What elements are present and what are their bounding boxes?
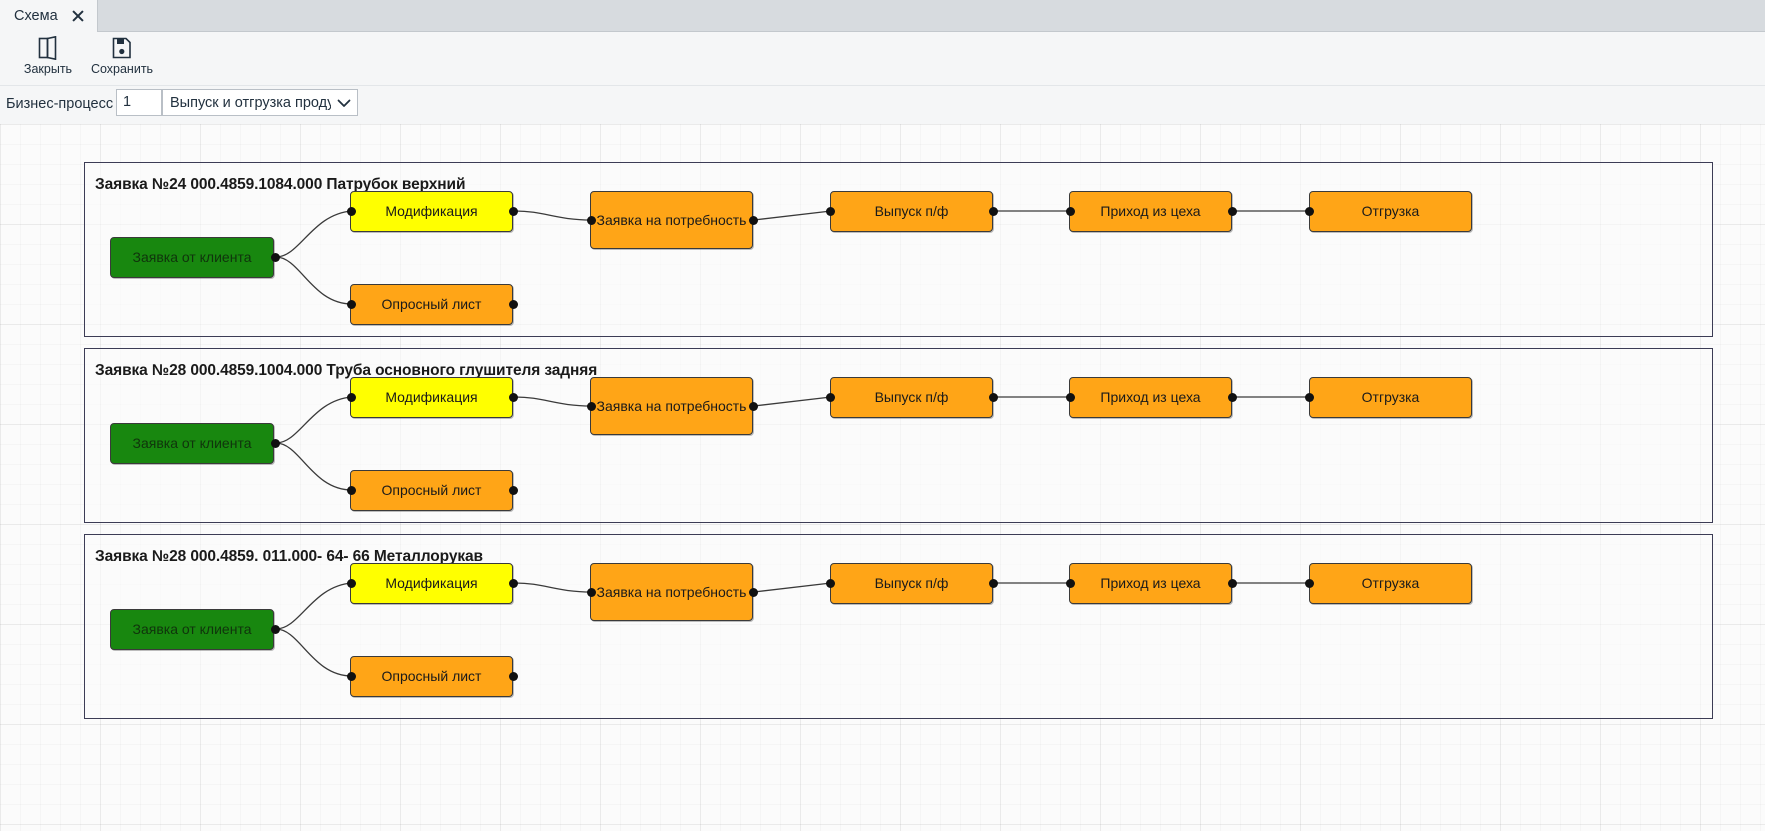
node-port[interactable] [271,253,280,262]
node-modifikaciya[interactable]: Модификация [350,563,513,604]
node-port[interactable] [509,393,518,402]
node-port[interactable] [509,579,518,588]
node-port[interactable] [989,207,998,216]
node-vypusk-pf[interactable]: Выпуск п/ф [830,377,993,418]
node-port[interactable] [1305,579,1314,588]
node-otgruzka[interactable]: Отгрузка [1309,191,1472,232]
node-prihod-iz-ceha[interactable]: Приход из цеха [1069,377,1232,418]
node-label: Заявка от клиента [132,249,252,265]
node-label: Опросный лист [381,482,482,498]
node-otgruzka[interactable]: Отгрузка [1309,377,1472,418]
group-title: Заявка №28 000.4859.1004.000 Труба основ… [95,362,598,379]
group-title: Заявка №24 000.4859.1084.000 Патрубок ве… [95,176,466,193]
node-label: Опросный лист [381,668,482,684]
parameter-bar: Бизнес-процесс 1 Выпуск и отгрузка проду [0,86,1765,124]
node-label: Отгрузка [1361,575,1420,591]
tab-schema[interactable]: Схема [0,0,98,32]
node-port[interactable] [1228,579,1237,588]
node-label: Заявка от клиента [132,621,252,637]
node-otgruzka[interactable]: Отгрузка [1309,563,1472,604]
node-port[interactable] [509,207,518,216]
node-port[interactable] [271,439,280,448]
node-port[interactable] [271,625,280,634]
node-vypusk-pf[interactable]: Выпуск п/ф [830,563,993,604]
node-port[interactable] [1305,393,1314,402]
node-port[interactable] [749,216,758,225]
node-label: Приход из цеха [1100,575,1201,591]
node-prihod-iz-ceha[interactable]: Приход из цеха [1069,191,1232,232]
node-oprosnyy-list[interactable]: Опросный лист [350,284,513,325]
node-port[interactable] [509,300,518,309]
node-oprosnyy-list[interactable]: Опросный лист [350,656,513,697]
node-port[interactable] [587,402,596,411]
node-port[interactable] [347,486,356,495]
node-port[interactable] [509,672,518,681]
chevron-down-icon[interactable] [331,98,357,108]
node-port[interactable] [1066,207,1075,216]
node-port[interactable] [587,588,596,597]
node-port[interactable] [509,486,518,495]
node-zayavka-ot-klienta[interactable]: Заявка от клиента [110,609,274,650]
node-zayavka-ot-klienta[interactable]: Заявка от клиента [110,423,274,464]
node-port[interactable] [587,216,596,225]
toolbar: Закрыть Сохранить 0 [0,32,1765,107]
node-label: Модификация [385,203,478,219]
node-vypusk-pf[interactable]: Выпуск п/ф [830,191,993,232]
node-port[interactable] [1066,393,1075,402]
node-label: Модификация [385,389,478,405]
close-button-label: Закрыть [23,62,73,76]
node-port[interactable] [826,393,835,402]
node-label: Выпуск п/ф [874,203,949,219]
node-label: Заявка на потребность [596,211,747,228]
node-port[interactable] [749,402,758,411]
node-port[interactable] [1305,207,1314,216]
node-zayavka-na-potrebnost[interactable]: Заявка на потребность [590,377,753,435]
node-port[interactable] [347,579,356,588]
node-port[interactable] [347,207,356,216]
node-port[interactable] [1066,579,1075,588]
node-label: Выпуск п/ф [874,389,949,405]
node-zayavka-na-potrebnost[interactable]: Заявка на потребность [590,191,753,249]
business-process-select[interactable]: Выпуск и отгрузка проду [162,89,358,116]
business-process-label: Бизнес-процесс [6,96,114,112]
node-port[interactable] [749,588,758,597]
node-prihod-iz-ceha[interactable]: Приход из цеха [1069,563,1232,604]
save-button[interactable]: Сохранить [78,35,166,83]
node-port[interactable] [347,300,356,309]
group-title: Заявка №28 000.4859. 011.000- 64- 66 Мет… [95,548,483,565]
node-oprosnyy-list[interactable]: Опросный лист [350,470,513,511]
node-port[interactable] [1228,393,1237,402]
tab-strip: Схема [0,0,1765,32]
tab-schema-label: Схема [14,8,58,24]
diagram-canvas[interactable]: Заявка №24 000.4859.1084.000 Патрубок ве… [0,124,1765,831]
node-port[interactable] [1228,207,1237,216]
save-button-label: Сохранить [90,62,154,76]
node-zayavka-ot-klienta[interactable]: Заявка от клиента [110,237,274,278]
node-zayavka-na-potrebnost[interactable]: Заявка на потребность [590,563,753,621]
node-modifikaciya[interactable]: Модификация [350,377,513,418]
node-label: Заявка на потребность [596,397,747,414]
node-port[interactable] [347,393,356,402]
node-port[interactable] [347,672,356,681]
node-port[interactable] [989,579,998,588]
node-label: Заявка на потребность [596,583,747,600]
node-port[interactable] [826,579,835,588]
floppy-save-icon [111,35,133,61]
node-label: Выпуск п/ф [874,575,949,591]
node-modifikaciya[interactable]: Модификация [350,191,513,232]
node-label: Приход из цеха [1100,203,1201,219]
business-process-select-value: Выпуск и отгрузка проду [170,94,331,111]
node-port[interactable] [826,207,835,216]
close-button[interactable]: Закрыть [4,35,92,83]
node-label: Отгрузка [1361,389,1420,405]
node-label: Опросный лист [381,296,482,312]
door-exit-icon [37,35,59,61]
node-label: Модификация [385,575,478,591]
node-port[interactable] [989,393,998,402]
node-label: Заявка от клиента [132,435,252,451]
node-label: Приход из цеха [1100,389,1201,405]
node-label: Отгрузка [1361,203,1420,219]
business-process-number-input[interactable]: 1 [116,89,162,116]
close-icon[interactable] [70,8,86,24]
